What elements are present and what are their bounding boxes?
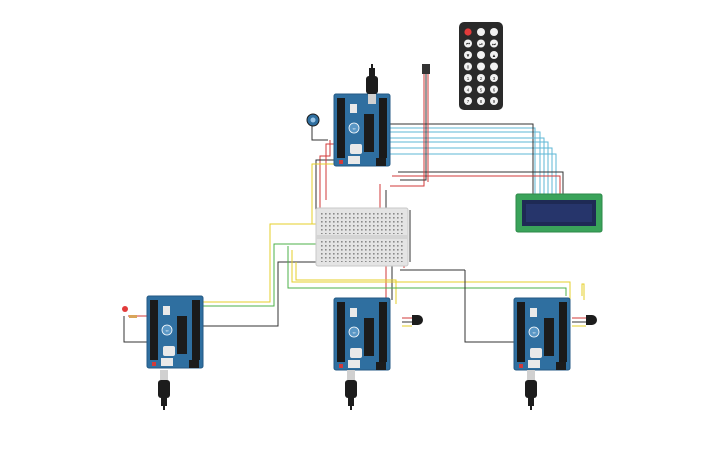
temperature-sensor-middle[interactable] bbox=[412, 315, 423, 325]
potentiometer[interactable] bbox=[306, 113, 320, 127]
arduino-uno-left[interactable] bbox=[146, 295, 204, 369]
remote-button[interactable] bbox=[477, 28, 485, 36]
ir-receiver[interactable] bbox=[422, 64, 430, 74]
remote-button[interactable] bbox=[464, 74, 472, 82]
remote-button[interactable] bbox=[464, 51, 472, 59]
remote-button[interactable] bbox=[477, 97, 485, 105]
remote-button[interactable] bbox=[477, 51, 485, 59]
remote-button-label: ⏭ bbox=[492, 42, 496, 47]
remote-button-label: ⏯ bbox=[479, 42, 483, 47]
breadboard[interactable] bbox=[315, 207, 409, 267]
remote-button-label: 5 bbox=[480, 88, 483, 93]
remote-button[interactable] bbox=[464, 97, 472, 105]
remote-button[interactable] bbox=[490, 97, 498, 105]
remote-button-label: 7 bbox=[467, 99, 470, 104]
arduino-uno-main[interactable] bbox=[333, 93, 391, 167]
remote-button-label: 1 bbox=[467, 76, 470, 81]
remote-button[interactable] bbox=[464, 85, 472, 94]
ir-remote[interactable]: ⏮ ⏯ ⏭ ▼ ▲ 0 1 2 3 4 5 6 7 8 9 bbox=[459, 22, 503, 110]
remote-button-label: 3 bbox=[493, 76, 496, 81]
remote-button[interactable] bbox=[490, 62, 498, 71]
remote-button-label: 6 bbox=[493, 88, 496, 93]
remote-button-label: ▼ bbox=[466, 53, 470, 58]
usb-cable-right[interactable] bbox=[525, 370, 537, 410]
arduino-uno-middle[interactable] bbox=[333, 297, 391, 371]
remote-button[interactable] bbox=[490, 74, 498, 82]
remote-button[interactable] bbox=[477, 39, 485, 48]
remote-button-label: 2 bbox=[480, 76, 483, 81]
remote-button[interactable] bbox=[477, 85, 485, 94]
lcd-16x2[interactable] bbox=[515, 193, 603, 233]
remote-button-label: 0 bbox=[467, 65, 470, 70]
remote-button[interactable] bbox=[477, 62, 485, 71]
remote-buttons[interactable]: ⏮ ⏯ ⏭ ▼ ▲ 0 1 2 3 4 5 6 7 8 9 bbox=[464, 28, 498, 105]
usb-cable-left[interactable] bbox=[158, 370, 170, 410]
remote-button-label: 4 bbox=[467, 88, 470, 93]
temperature-sensor-right[interactable] bbox=[586, 315, 597, 325]
remote-button[interactable] bbox=[490, 85, 498, 94]
remote-button[interactable] bbox=[490, 39, 498, 48]
remote-button-label: ⏮ bbox=[466, 42, 470, 47]
arduino-uno-right[interactable] bbox=[513, 297, 571, 371]
remote-button[interactable] bbox=[464, 39, 472, 48]
remote-button-label: 8 bbox=[480, 99, 483, 104]
remote-button[interactable] bbox=[490, 51, 498, 59]
led[interactable] bbox=[122, 306, 137, 318]
remote-button[interactable] bbox=[477, 74, 485, 82]
power-icon[interactable] bbox=[464, 28, 472, 36]
usb-cable-middle[interactable] bbox=[345, 370, 357, 410]
remote-button[interactable] bbox=[490, 28, 498, 36]
remote-button-label: 9 bbox=[493, 99, 496, 104]
remote-button-label: ▲ bbox=[492, 53, 496, 58]
remote-button[interactable] bbox=[464, 62, 472, 71]
